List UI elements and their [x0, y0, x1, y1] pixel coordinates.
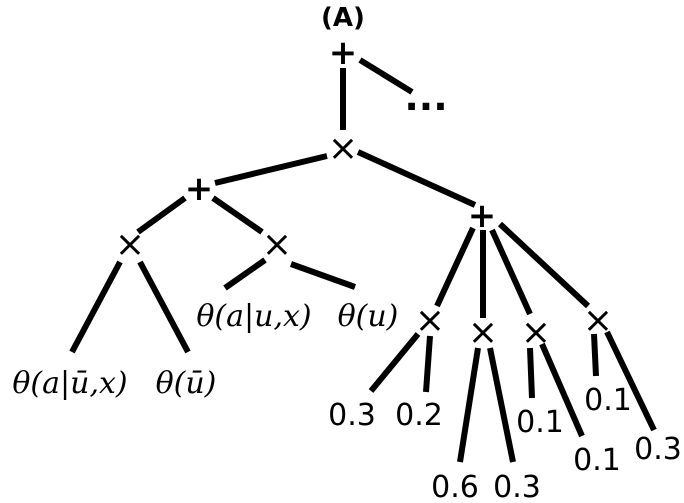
edge-times-top-to-plus-left — [214, 153, 328, 186]
times-node-2: × — [468, 312, 498, 353]
edge-root-to-ellipsis — [358, 57, 414, 95]
times-node-a: × — [115, 224, 145, 265]
edge-times-4-to-v7 — [591, 333, 599, 377]
times-node-4: × — [583, 300, 613, 341]
leaf-value-3: 0.6 — [431, 470, 479, 503]
leaf-value-7: 0.1 — [584, 383, 632, 418]
edge-plus-right-to-times-4 — [497, 221, 591, 309]
leaf-value-5: 0.1 — [516, 405, 564, 440]
plus-node-root: + — [329, 33, 358, 73]
leaf-theta-a-given-u-x: θ(a|u,x) — [196, 299, 311, 334]
plus-node-left: + — [185, 169, 214, 209]
edge-plus-right-to-times-3 — [489, 228, 533, 316]
edge-times-4-to-v8 — [604, 330, 657, 432]
edge-times-1-to-v2 — [423, 335, 433, 393]
leaf-value-6: 0.1 — [573, 443, 621, 478]
leaf-value-1: 0.3 — [328, 398, 376, 433]
leaf-theta-ubar: θ(ū) — [156, 366, 217, 401]
leaf-value-4: 0.3 — [493, 470, 541, 503]
leaf-theta-a-given-ubar-x: θ(a|ū,x) — [12, 366, 127, 401]
edge-times-2-to-v3 — [457, 347, 481, 463]
leaf-value-2: 0.2 — [395, 398, 443, 433]
edge-plus-right-to-times-1 — [434, 226, 476, 308]
edge-times-3-to-v5 — [527, 347, 535, 399]
edge-times-top-to-plus-right — [356, 149, 477, 208]
edge-times-b-to-theta-a-u — [223, 257, 267, 291]
diagram-title: (A) — [321, 3, 365, 33]
leaf-value-8: 0.3 — [634, 432, 682, 467]
times-node-b: × — [262, 224, 292, 265]
edge-times-3-to-v6 — [539, 342, 585, 438]
ellipsis-continuation: ... — [404, 75, 447, 119]
edge-times-1-to-v1 — [368, 332, 421, 393]
times-node-top: × — [328, 128, 358, 169]
edge-plus-left-to-times-a — [136, 195, 187, 235]
edge-times-b-to-theta-u — [289, 261, 357, 290]
plus-node-right: + — [468, 196, 497, 236]
leaf-theta-u: θ(u) — [338, 299, 399, 334]
edge-plus-left-to-times-b — [211, 195, 264, 235]
edge-times-a-to-theta-a-ubar — [69, 260, 123, 354]
times-node-1: × — [415, 300, 445, 341]
edge-times-2-to-v4 — [487, 347, 516, 463]
edge-times-a-to-theta-ubar — [137, 260, 191, 354]
times-node-3: × — [521, 312, 551, 353]
edges — [69, 57, 657, 463]
